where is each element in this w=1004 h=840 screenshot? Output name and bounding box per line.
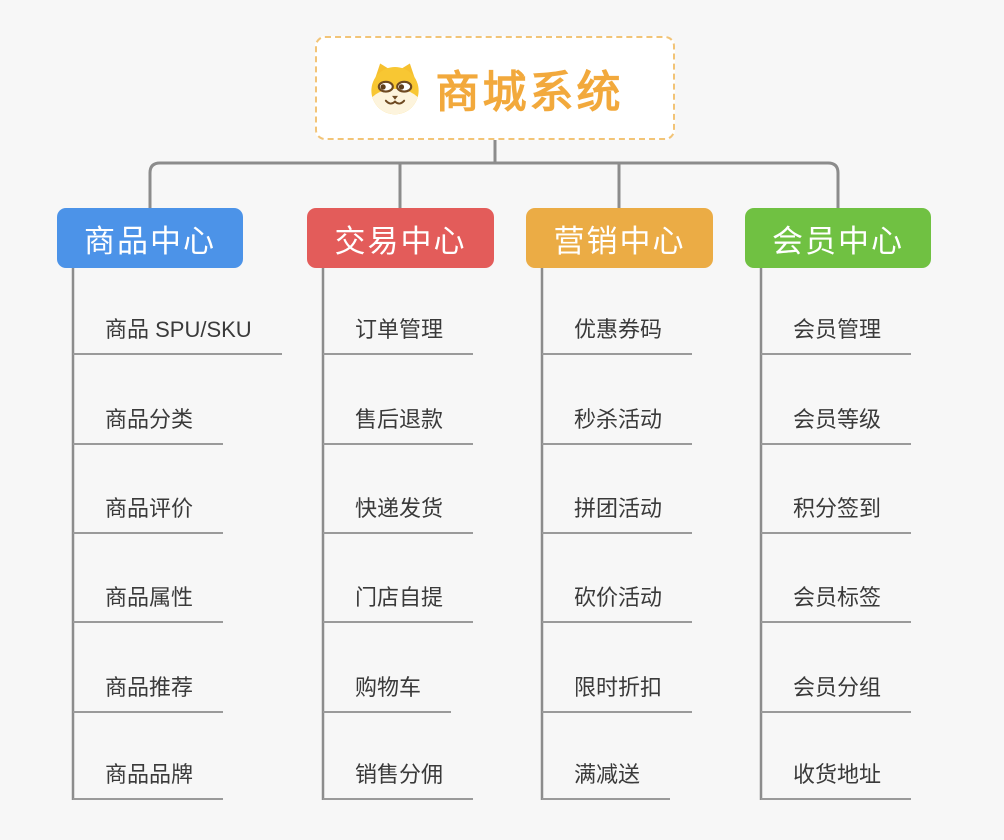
leaf-node[interactable]: 砍价活动 <box>542 584 693 623</box>
dog-face-icon <box>370 63 419 115</box>
leaf-node[interactable]: 快递发货 <box>323 495 474 534</box>
branch-rail-line <box>148 161 840 212</box>
leaf-node[interactable]: 会员分组 <box>761 674 912 713</box>
leaf-node[interactable]: 积分签到 <box>761 495 912 534</box>
branch-label: 商品中心 <box>84 223 216 259</box>
branch-node-member[interactable]: 会员中心 <box>745 208 931 268</box>
leaf-node[interactable]: 订单管理 <box>323 316 474 355</box>
leaf-node[interactable]: 商品推荐 <box>73 674 224 713</box>
leaf-node[interactable]: 优惠券码 <box>542 316 693 355</box>
leaf-node[interactable]: 商品品牌 <box>73 761 224 800</box>
leaf-node[interactable]: 会员管理 <box>761 316 912 355</box>
root-node[interactable]: 商城系统 <box>315 36 675 140</box>
branch-node-marketing[interactable]: 营销中心 <box>526 208 713 268</box>
leaf-node[interactable]: 售后退款 <box>323 406 474 445</box>
leaf-node[interactable]: 满减送 <box>542 761 671 800</box>
leaf-node[interactable]: 会员标签 <box>761 584 912 623</box>
leaf-node[interactable]: 商品评价 <box>73 495 224 534</box>
branch-node-product[interactable]: 商品中心 <box>57 208 243 268</box>
leaf-node[interactable]: 会员等级 <box>761 406 912 445</box>
branch-label: 会员中心 <box>772 223 904 259</box>
leaf-node[interactable]: 秒杀活动 <box>542 406 693 445</box>
leaf-node[interactable]: 商品 SPU/SKU <box>73 316 282 355</box>
leaf-node[interactable]: 商品分类 <box>73 406 224 445</box>
leaf-node[interactable]: 限时折扣 <box>542 674 693 713</box>
leaf-node[interactable]: 收货地址 <box>761 761 912 800</box>
leaf-node[interactable]: 购物车 <box>323 674 452 713</box>
root-title: 商城系统 <box>435 68 624 117</box>
leaf-node[interactable]: 门店自提 <box>323 584 474 623</box>
branch-label: 交易中心 <box>334 223 467 259</box>
leaf-node[interactable]: 销售分佣 <box>323 761 474 800</box>
branch-label: 营销中心 <box>553 223 686 259</box>
leaf-node[interactable]: 拼团活动 <box>542 495 693 534</box>
leaf-node[interactable]: 商品属性 <box>73 584 224 623</box>
branch-node-trade[interactable]: 交易中心 <box>307 208 494 268</box>
